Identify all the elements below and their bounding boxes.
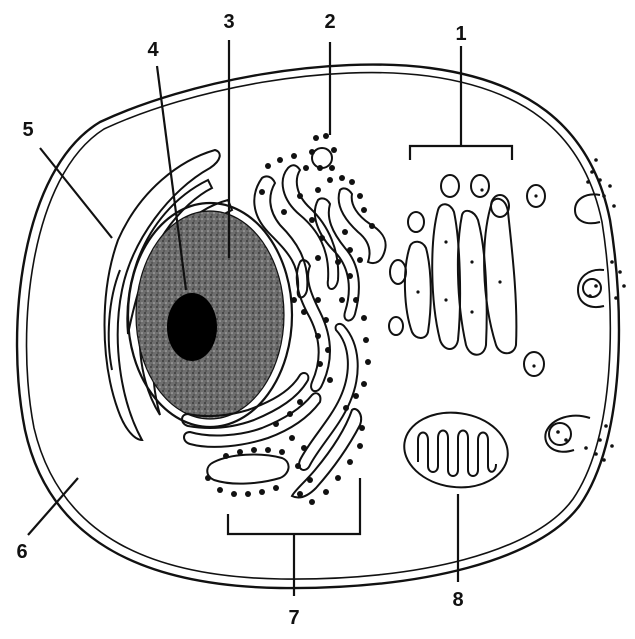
label-5: 5 [22, 119, 33, 141]
mitochondrion [399, 406, 512, 494]
label-2: 2 [324, 11, 335, 33]
label-1: 1 [455, 23, 466, 45]
vesicle [312, 148, 332, 168]
label-6: 6 [16, 541, 27, 563]
label-3: 3 [223, 11, 234, 33]
leader-6 [28, 478, 78, 535]
membrane-vesicles [545, 194, 604, 451]
leader-5 [40, 148, 112, 238]
label-4: 4 [147, 39, 159, 61]
label-8: 8 [452, 589, 463, 611]
golgi-dots [416, 188, 537, 367]
nucleolus [167, 293, 217, 361]
label-7: 7 [288, 607, 299, 629]
golgi-apparatus [389, 175, 545, 376]
cell-membrane [17, 65, 619, 589]
bracket-1 [410, 46, 512, 160]
